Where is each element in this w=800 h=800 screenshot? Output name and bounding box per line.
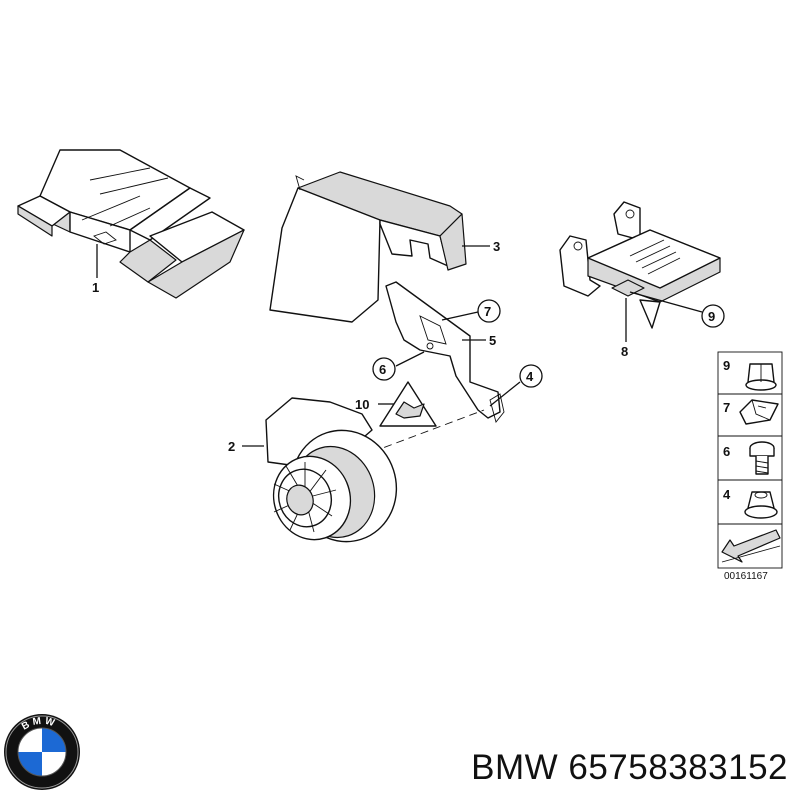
part-number: 65758383152 (568, 748, 788, 787)
drawing-code: 00161167 (724, 571, 768, 582)
part-8-module (559, 201, 721, 329)
part-3-cover (269, 171, 467, 323)
callout-10: 10 (355, 397, 369, 412)
callout-4: 4 (526, 369, 534, 384)
callout-1: 1 (92, 280, 99, 295)
leader-6 (395, 351, 425, 367)
callout-6: 6 (379, 362, 386, 377)
bmw-logo: BMW (4, 714, 80, 790)
callout-6-circle (372, 357, 396, 381)
assembly-line (371, 409, 485, 453)
callout-7: 7 (484, 304, 491, 319)
leader-7 (441, 311, 479, 321)
legend-label-9: 9 (723, 358, 730, 373)
callout-9: 9 (708, 309, 715, 324)
callout-8: 8 (621, 344, 628, 359)
part-number-caption: BMW 65758383152 (471, 748, 788, 788)
legend-label-7: 7 (723, 400, 730, 415)
leader-9 (629, 291, 703, 313)
part-10-warning-label (379, 381, 437, 427)
screw-icon (749, 441, 775, 475)
brand-name: BMW (471, 748, 559, 787)
callout-2: 2 (228, 439, 235, 454)
leader-4 (489, 381, 521, 407)
part-1-housing (17, 149, 245, 299)
fastener-legend: 9 7 6 4 (717, 351, 783, 569)
legend-label-6: 6 (723, 444, 730, 459)
part-2-horn (265, 397, 398, 543)
hex-nut-icon (744, 491, 778, 519)
callout-5: 5 (489, 333, 496, 348)
callout-4-circle (519, 364, 543, 388)
nut-icon (745, 363, 777, 391)
callout-3: 3 (493, 239, 500, 254)
callout-9-circle (701, 304, 725, 328)
callout-7-circle (477, 299, 501, 323)
legend-label-4: 4 (723, 487, 731, 502)
direction-arrow-icon (721, 529, 781, 563)
part-5-bracket (385, 281, 505, 423)
clip-nut-icon (739, 399, 779, 425)
